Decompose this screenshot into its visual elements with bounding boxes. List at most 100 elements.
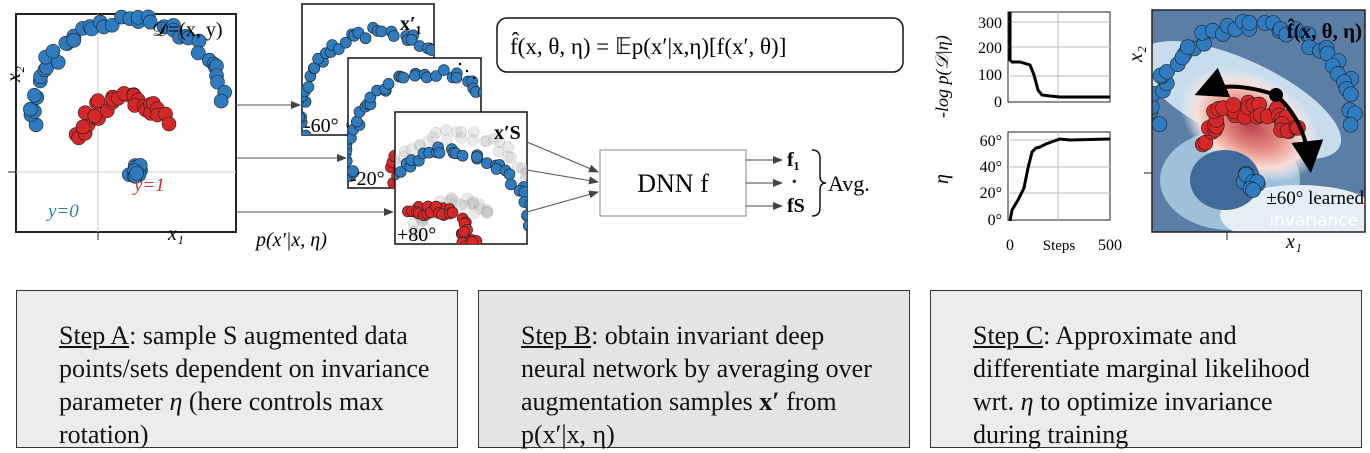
ytick: 60° <box>980 133 1002 150</box>
data-point <box>190 45 206 61</box>
angle-label: -60° <box>304 115 339 137</box>
data-point <box>531 233 542 244</box>
data-point <box>481 134 493 147</box>
data-point <box>90 93 106 109</box>
data-point <box>420 257 431 268</box>
data-point <box>427 131 439 144</box>
data-point <box>466 198 478 210</box>
data-point <box>481 206 493 218</box>
dataset-label: 𝒟=(x, y) <box>152 19 223 41</box>
data-point <box>448 258 459 269</box>
data-point <box>310 147 321 158</box>
data-point <box>488 133 500 145</box>
data-point <box>27 87 42 103</box>
step-a-math: η <box>169 387 183 416</box>
eta-ylabel: η <box>931 174 953 184</box>
data-point <box>303 141 314 152</box>
xtick: 500 <box>1098 237 1122 254</box>
data-point <box>376 188 387 199</box>
data-point <box>1152 99 1160 115</box>
augmented-sample-s: x′S +80° <box>369 111 542 278</box>
data-point <box>492 100 503 111</box>
result-title: f̂(x, θ, η) <box>1287 18 1362 43</box>
data-point <box>459 247 470 258</box>
data-point <box>412 228 424 241</box>
ytick: 0 <box>994 94 1002 111</box>
data-point <box>445 192 458 204</box>
loss-plot: 300 200 100 0 -log p(𝒟|η) <box>932 11 1111 118</box>
angle-label: +80° <box>397 224 436 246</box>
data-point <box>528 183 539 194</box>
data-point <box>520 266 531 277</box>
data-point <box>340 36 352 49</box>
data-point <box>1241 15 1258 31</box>
data-point <box>438 64 450 76</box>
step-c-title: Step C <box>973 321 1044 350</box>
data-point <box>525 251 536 262</box>
x2-axis-label: x₂ <box>1125 46 1147 63</box>
data-point <box>45 43 61 59</box>
data-point <box>453 251 464 262</box>
data-point <box>456 259 467 270</box>
data-point <box>467 196 480 208</box>
step-b-tail: from p(x′|x, η) <box>521 387 837 449</box>
ytick: 300 <box>978 15 1002 32</box>
data-point <box>458 226 470 238</box>
data-point <box>502 150 514 163</box>
data-point <box>505 151 517 164</box>
data-point <box>430 126 442 139</box>
data-point <box>369 195 380 206</box>
x1-axis-label: x₁ <box>1285 231 1302 253</box>
learned-invariance-panel: f̂(x, θ, η) ±60° learned invariance x₁ x… <box>1125 9 1366 253</box>
data-point <box>408 256 419 267</box>
average-label: Avg. <box>828 171 870 196</box>
data-point <box>87 108 103 124</box>
data-point <box>456 149 469 162</box>
data-point <box>407 225 420 238</box>
data-point <box>455 198 467 211</box>
dnn-label: DNN f <box>637 169 709 198</box>
output-s: fS <box>787 195 805 217</box>
data-point <box>515 267 526 278</box>
data-point <box>420 252 431 263</box>
data-point <box>1343 86 1359 103</box>
data-point <box>1152 116 1168 133</box>
data-point <box>522 220 527 232</box>
data-point <box>305 136 316 147</box>
data-point <box>453 249 464 260</box>
data-point <box>433 147 446 159</box>
data-point <box>517 255 528 266</box>
sample-1-label: x′₁ <box>400 13 422 35</box>
step-c-text: : Approximate and differentiate marginal… <box>973 321 1310 416</box>
x2-axis-label: x₂ <box>3 66 25 83</box>
data-point <box>453 260 464 271</box>
eta-plot: 60° 40° 20° 0° 0 500 Steps η <box>931 131 1122 254</box>
data-scatter-panel: 𝒟=(x, y) y=0 y=1 x₁ x₂ <box>3 9 237 245</box>
data-point <box>457 245 468 256</box>
step-b-box: Step B: obtain invariant deep neural net… <box>478 290 910 449</box>
steps-xlabel: Steps <box>1043 238 1076 254</box>
data-point <box>418 261 429 272</box>
data-point <box>23 101 38 117</box>
data-point <box>519 168 527 180</box>
data-point <box>474 202 486 215</box>
data-point <box>450 126 463 138</box>
data-point <box>492 145 505 158</box>
data-point <box>473 198 485 211</box>
step-b-text: : obtain invariant deep neural network b… <box>521 321 872 416</box>
data-point <box>66 33 82 48</box>
data-point <box>302 81 315 93</box>
step-c-math: η <box>1020 387 1034 416</box>
data-point <box>480 207 493 219</box>
data-point <box>465 253 476 264</box>
data-point <box>422 135 434 147</box>
xtick: 0 <box>1006 237 1014 254</box>
bracket <box>811 149 827 217</box>
data-point <box>477 87 481 98</box>
data-point <box>468 255 479 266</box>
data-point <box>414 263 425 274</box>
data-point <box>481 204 493 216</box>
data-point <box>487 95 498 106</box>
formula-box <box>496 17 904 73</box>
data-point <box>461 192 473 205</box>
